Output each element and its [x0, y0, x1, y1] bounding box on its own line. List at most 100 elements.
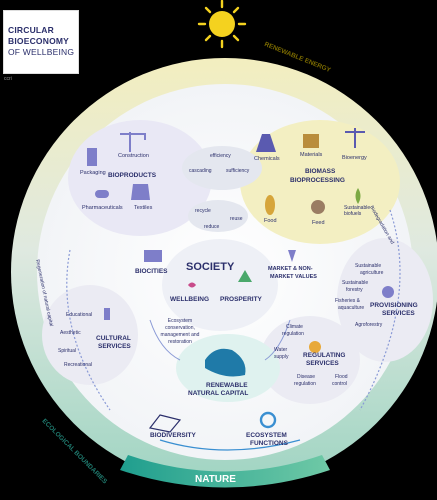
prosperity-icon — [238, 270, 252, 282]
agroforestry-label: Agroforestry — [355, 322, 383, 328]
sun-icon — [197, 0, 247, 49]
prosperity-label: PROSPERITY — [220, 296, 262, 303]
aesthetic-label: Aesthetic — [60, 330, 81, 336]
efficiency-label: efficiency — [210, 153, 231, 159]
forestry-label-1: Sustainable — [342, 280, 369, 286]
capital-label-2: NATURAL CAPITAL — [188, 390, 249, 397]
biofuels-label: Sustainable biofuels — [344, 205, 371, 217]
ecosystem-note-1: Ecosystem — [167, 318, 193, 324]
wave-icon — [205, 348, 246, 377]
materials-label: Materials — [300, 152, 323, 158]
cascading-blob — [182, 146, 262, 190]
biodiversity-label: BIODIVERSITY — [150, 432, 196, 439]
spiritual-label: Spiritual — [58, 348, 77, 354]
bioproducts-heading: BIOPRODUCTS — [108, 172, 157, 179]
wellbeing-label: WELLBEING — [170, 296, 209, 303]
reuse-label: reuse — [230, 216, 243, 222]
educational-label: Educational — [66, 312, 93, 318]
pharmaceuticals-icon — [95, 190, 109, 198]
market-label-2: MARKET VALUES — [270, 274, 317, 280]
bioprocessing-heading: BIOPROCESSING — [290, 177, 345, 184]
feed-label: Feed — [312, 220, 325, 226]
recycle-blob — [188, 200, 248, 232]
capital-label-1: RENEWABLE — [206, 382, 248, 389]
cultural-icon — [104, 308, 110, 320]
provisioning-heading-2: SERVICES — [382, 310, 415, 317]
climate-label-2: regulation — [282, 331, 304, 337]
title-line-1: CIRCULAR — [8, 25, 54, 35]
feed-icon — [311, 200, 325, 214]
biocities-icon — [144, 250, 162, 262]
disease-label-2: regulation — [294, 381, 316, 387]
flow-arrow-right — [359, 209, 401, 411]
recycle-label: recycle — [195, 208, 211, 214]
regulating-heading-1: REGULATING — [303, 352, 346, 359]
ecosystem-note-3: management and — [160, 332, 200, 338]
biocities-label: BIOCITIES — [135, 268, 168, 275]
food-icon — [265, 195, 275, 215]
provisioning-icon — [382, 286, 394, 298]
reduce-label: reduce — [204, 224, 220, 230]
biomass-heading: BIOMASS — [305, 168, 336, 175]
regulating-blob — [260, 316, 360, 404]
recreational-label: Recreational — [64, 362, 93, 368]
chemicals-icon — [256, 134, 276, 152]
regulating-heading-2: SERVICES — [306, 360, 339, 367]
fisheries-label-2: aquaculture — [338, 305, 365, 311]
forestry-label-2: forestry — [346, 287, 363, 293]
flood-label-1: Flood — [335, 374, 348, 380]
ecosystem-note-4: restoration — [168, 339, 192, 345]
wellbeing-icon — [188, 282, 196, 288]
cascading-label: cascading — [189, 168, 212, 174]
construction-label: Construction — [118, 153, 149, 159]
biofuels-icon — [355, 188, 361, 204]
agriculture-label-2: agriculture — [360, 270, 384, 276]
flow-arrow-left — [66, 249, 111, 411]
water-label-2: supply — [274, 354, 289, 360]
cultural-heading-2: SERVICES — [98, 343, 131, 350]
market-icon — [288, 250, 296, 262]
pharmaceuticals-label: Pharmaceuticals — [82, 205, 123, 211]
flood-label-2: control — [332, 381, 348, 387]
flow-arrow-bottom — [159, 439, 301, 451]
functions-icon — [259, 411, 277, 429]
materials-icon — [303, 134, 319, 148]
bioenergy-label: Bioenergy — [342, 155, 367, 161]
biodiversity-icon — [148, 414, 182, 433]
nature-label: NATURE — [195, 474, 236, 485]
textiles-label: Textiles — [134, 205, 153, 211]
functions-label-1: ECOSYSTEM — [246, 432, 287, 439]
bioproducts-blob — [68, 120, 212, 236]
bioenergy-icon — [345, 128, 365, 148]
title-box: CIRCULAR BIOECONOMY OF WELLBEING — [3, 10, 79, 74]
flow-arrow-middle-right — [264, 319, 291, 361]
ecosystem-note-2: conservation, — [165, 325, 195, 331]
society-blob — [162, 239, 278, 331]
society-heading: SOCIETY — [186, 261, 235, 273]
agriculture-label-1: Sustainable — [355, 263, 382, 269]
food-label: Food — [264, 218, 277, 224]
provisioning-heading-1: PROVISIONING — [370, 302, 418, 309]
title-line-2: BIOECONOMY — [8, 36, 70, 46]
packaging-icon — [87, 148, 97, 166]
biomass-blob — [240, 120, 400, 244]
packaging-label: Packaging — [80, 170, 106, 176]
corner-note: ccri — [4, 76, 12, 82]
chemicals-label: Chemicals — [254, 156, 280, 162]
climate-label-1: Climate — [286, 324, 303, 330]
flow-arrow-middle-left — [149, 319, 181, 361]
title-line-3: OF WELLBEING — [8, 47, 75, 57]
water-label-1: Water — [274, 347, 288, 353]
market-label-1: MARKET & NON- — [268, 266, 313, 272]
nature-band — [120, 455, 330, 488]
sufficiency-label: sufficiency — [226, 168, 250, 174]
disease-label-1: Disease — [297, 374, 316, 380]
cultural-heading-1: CULTURAL — [96, 335, 131, 342]
construction-icon — [120, 132, 146, 152]
fisheries-label-1: Fisheries & — [335, 298, 361, 304]
provisioning-blob — [337, 238, 433, 362]
textiles-icon — [131, 184, 150, 200]
cultural-blob — [42, 285, 138, 385]
